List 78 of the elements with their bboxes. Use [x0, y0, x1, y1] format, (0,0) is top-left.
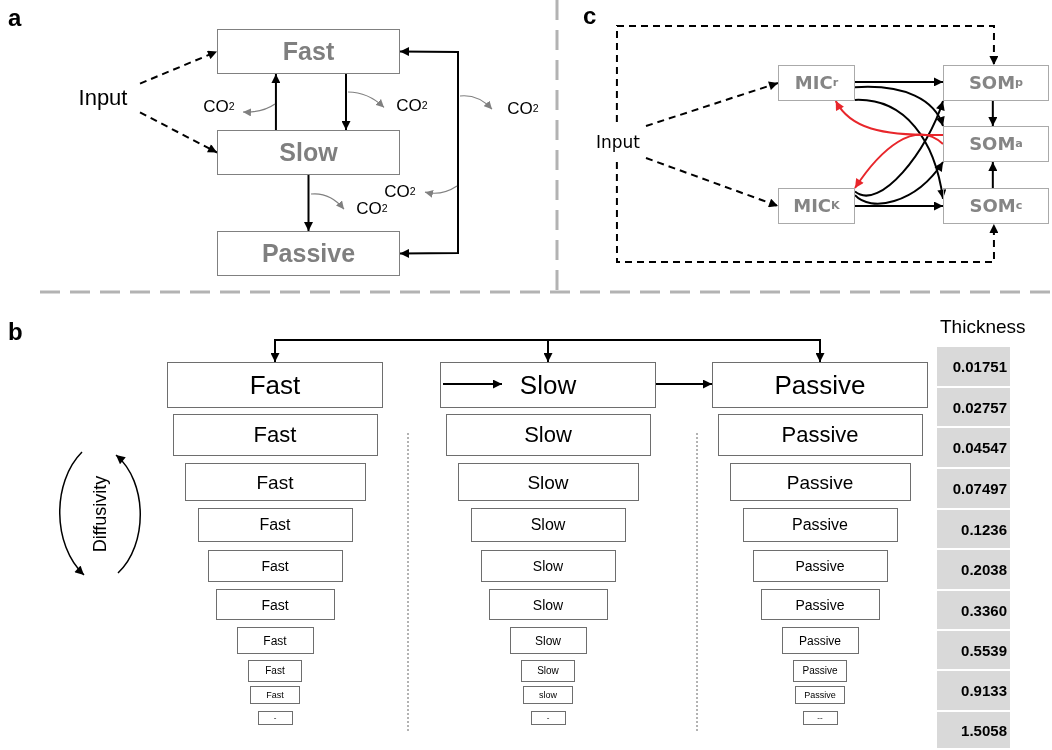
arrow — [645, 157, 779, 208]
layer-box: Passive — [793, 660, 847, 682]
panel-letter: b — [8, 318, 24, 346]
layer-box: Slow — [457, 463, 639, 501]
table-cell: 0.1236 — [937, 510, 1010, 548]
pool-box: Slow — [217, 130, 400, 175]
arrow — [547, 339, 825, 363]
table-cell: 0.2038 — [937, 550, 1010, 589]
layer-box: Fast — [184, 463, 366, 501]
arrow — [854, 85, 944, 127]
arrow — [139, 111, 218, 154]
arrow — [270, 339, 549, 363]
layer-box: Passive — [760, 589, 880, 620]
panel-letter: c — [583, 2, 598, 30]
layer-box: Fast — [197, 508, 353, 542]
pool-box: Passive — [217, 231, 400, 276]
arrow — [310, 193, 345, 210]
table-cell: 0.5539 — [937, 631, 1010, 669]
table-cell: 0.02757 — [937, 388, 1010, 426]
table-cell: 0.04547 — [937, 428, 1010, 467]
arrow — [988, 161, 998, 189]
arrow — [271, 73, 281, 131]
arrow — [424, 185, 458, 198]
table-cell: 0.07497 — [937, 469, 1010, 508]
arrow — [645, 81, 779, 127]
layer-box: Slow — [480, 550, 616, 582]
arrow — [304, 174, 313, 232]
layer-box: Fast — [215, 589, 335, 620]
layer-box: - — [530, 711, 566, 725]
layer-box: slow — [523, 686, 573, 704]
panel-letter: a — [8, 4, 23, 32]
arrow — [834, 100, 944, 137]
layer-box: Passive — [717, 414, 923, 456]
layer-box: Fast — [167, 362, 383, 408]
arrow — [615, 161, 999, 263]
table-cell: 1.5058 — [937, 712, 1010, 748]
arrow — [854, 201, 944, 211]
layer-box: Fast — [207, 550, 343, 582]
layer-box: Passive — [742, 508, 898, 542]
arrow — [442, 379, 503, 389]
layer-box: Fast — [172, 414, 378, 456]
arrow — [459, 95, 493, 110]
layer-box: Passive — [795, 686, 845, 704]
arrow — [854, 133, 944, 189]
double-arrow — [399, 47, 459, 258]
layer-box: Fast — [236, 627, 314, 654]
layer-box: - — [257, 711, 293, 725]
arrow — [988, 100, 998, 127]
layer-box: -- — [802, 711, 838, 725]
layer-box: Passive — [729, 463, 911, 501]
arrow — [615, 25, 999, 123]
layer-box: Passive — [712, 362, 928, 408]
axis-title: Diffusivity — [89, 474, 111, 555]
layer-box: Passive — [781, 627, 859, 654]
column-header: Thickness — [940, 314, 1027, 339]
layer-box: Slow — [470, 508, 626, 542]
layer-box: Fast — [248, 660, 302, 682]
input-label: Input — [66, 82, 140, 114]
layer-box: Slow — [445, 414, 651, 456]
table-cell: 0.01751 — [937, 347, 1010, 386]
input-label: Input — [590, 122, 646, 162]
layer-box: Slow — [521, 660, 575, 682]
layer-box: Slow — [509, 627, 587, 654]
arrow — [242, 103, 276, 117]
arrow — [655, 379, 713, 389]
arrow — [854, 77, 944, 87]
layer-box: Slow — [488, 589, 608, 620]
table-cell: 0.9133 — [937, 671, 1010, 710]
pool-box: Fast — [217, 29, 400, 74]
arrow — [854, 161, 944, 205]
arrow — [139, 50, 218, 85]
layer-box: Fast — [250, 686, 300, 704]
arrow — [543, 339, 553, 363]
layer-box: Passive — [752, 550, 888, 582]
arrow — [347, 91, 385, 108]
arrow — [341, 73, 351, 131]
layer-box: Slow — [440, 362, 656, 408]
table-cell: 0.3360 — [937, 591, 1010, 629]
